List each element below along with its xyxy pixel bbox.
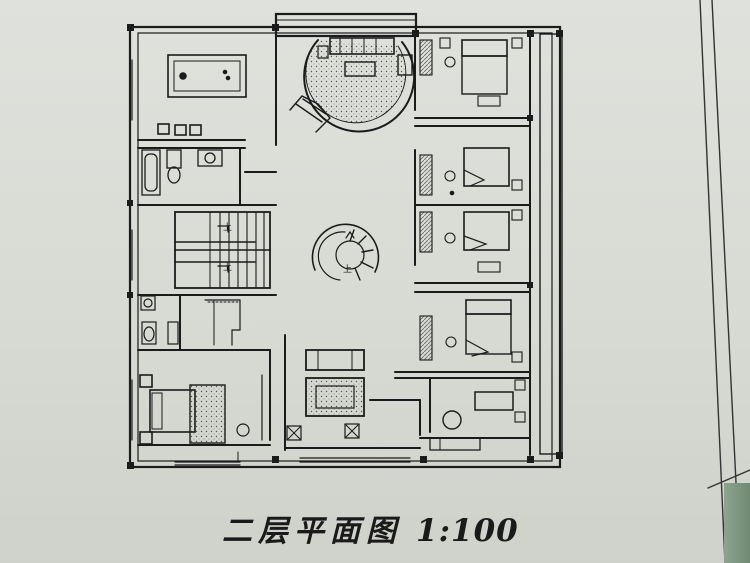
lounge-curved-steps	[289, 95, 331, 133]
study-bottom-right	[429, 379, 526, 451]
straight-staircase	[174, 211, 271, 289]
interior-walls	[137, 33, 531, 456]
drawing-title-text: 二层平面图	[222, 514, 402, 549]
stair-up-label-right: 上	[223, 262, 232, 273]
bedroom-right-2	[419, 147, 523, 221]
stair-up-label-left: 上	[223, 222, 232, 233]
bedroom-bottom-center	[286, 349, 365, 441]
column-posts	[127, 24, 563, 469]
bedroom-right-4	[419, 299, 523, 363]
exterior-walls	[128, 12, 563, 469]
bedroom-bottom-left	[139, 374, 250, 461]
paper-corner-backdrop	[724, 483, 750, 563]
billiard-table	[167, 54, 247, 98]
spiral-up-label: 上	[343, 264, 352, 275]
bedroom-right-1	[419, 37, 523, 107]
spiral-staircase	[311, 223, 380, 281]
bathroom-upper-left	[141, 149, 223, 196]
round-lounge	[289, 37, 416, 133]
bar-stools	[157, 123, 202, 136]
drawing-frame-lines	[699, 0, 750, 563]
drawing-title: 二层平面图 1:100	[222, 506, 522, 550]
bathroom-lower-left	[140, 295, 241, 346]
drawing-scale: 1:100	[416, 513, 519, 549]
bedroom-right-3	[419, 211, 510, 273]
stair-treads	[219, 211, 265, 289]
window-marks	[131, 59, 411, 466]
